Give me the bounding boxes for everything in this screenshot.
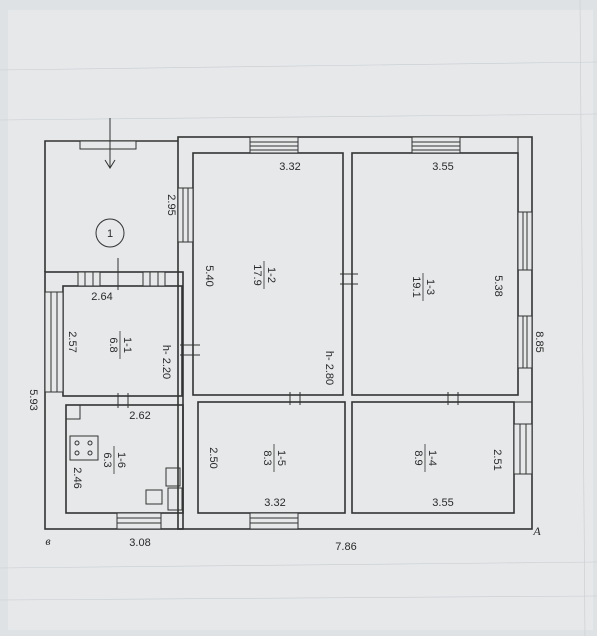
room-1-3-id: 1-3 bbox=[424, 279, 436, 295]
dim-r15-height: 2.50 bbox=[207, 447, 219, 468]
entrance-marker-label: 1 bbox=[107, 228, 113, 240]
room-1-1: 1-1 6.8 bbox=[107, 331, 133, 359]
window-top-1-3 bbox=[411, 136, 461, 154]
room-1-4: 1-4 8.9 bbox=[412, 444, 438, 472]
dimensions: 3.32 3.55 7.86 3.32 3.55 3.08 2.64 2.62 … bbox=[27, 161, 545, 553]
stove-icon bbox=[69, 435, 99, 461]
room-1-6-id: 1-6 bbox=[115, 452, 127, 468]
annex-outer-wall bbox=[44, 271, 184, 530]
dim-r16-height: 2.46 bbox=[71, 467, 83, 488]
paper-sheet bbox=[8, 10, 593, 630]
windows bbox=[44, 136, 533, 530]
meter-icon bbox=[145, 489, 163, 505]
cabinet-icon bbox=[167, 487, 183, 511]
room-1-1-id: 1-1 bbox=[121, 337, 133, 353]
dim-r11-height: 2.57 bbox=[66, 331, 78, 352]
fixture-corner bbox=[65, 404, 81, 420]
corner-label-right: А bbox=[532, 524, 541, 538]
corner-label-left: в bbox=[45, 534, 50, 548]
dim-ceiling-11: h- 2.20 bbox=[160, 345, 172, 379]
dim-r13-top: 3.55 bbox=[432, 161, 453, 173]
window-left-1-2 bbox=[177, 187, 194, 243]
dim-total-height: 8.85 bbox=[533, 331, 545, 352]
entrance-arrow bbox=[104, 118, 116, 169]
dim-r16-width-top: 2.62 bbox=[129, 410, 150, 422]
window-left-1-1 bbox=[44, 291, 64, 393]
room-1-1-area: 6.8 bbox=[107, 337, 119, 352]
window-right-1-3-a bbox=[517, 211, 533, 271]
room-1-6: 1-6 6.3 bbox=[101, 446, 127, 474]
dim-left-height: 5.93 bbox=[27, 389, 39, 410]
fixtures bbox=[65, 404, 183, 511]
window-right-1-4 bbox=[513, 423, 533, 475]
room-1-2: 1-2 17.9 bbox=[251, 261, 277, 289]
room-1-3: 1-3 19.1 bbox=[410, 273, 436, 301]
dim-ceiling-main: h- 2.80 bbox=[323, 351, 335, 385]
room-1-5-area: 8.3 bbox=[261, 450, 273, 465]
room-1-4-id: 1-4 bbox=[426, 450, 438, 466]
dim-r11-width: 2.64 bbox=[91, 291, 112, 303]
dim-r14-height: 2.51 bbox=[491, 449, 503, 470]
room-1-5: 1-5 8.3 bbox=[261, 444, 287, 472]
window-annex-top-a bbox=[77, 271, 101, 287]
dim-r12-height: 5.40 bbox=[203, 265, 215, 286]
dim-r15-bottom: 3.32 bbox=[264, 497, 285, 509]
boiler-icon bbox=[165, 467, 181, 487]
window-porch-top bbox=[79, 140, 137, 150]
room-1-2-area: 17.9 bbox=[251, 264, 263, 285]
room-1-2-id: 1-2 bbox=[265, 267, 277, 283]
room-1-6-area: 6.3 bbox=[101, 452, 113, 467]
room-1-4-area: 8.9 bbox=[412, 450, 424, 465]
dim-r14-bottom: 3.55 bbox=[432, 497, 453, 509]
dim-porch-height: 2.95 bbox=[165, 194, 177, 215]
doors bbox=[117, 258, 459, 408]
room-labels: 1-2 17.9 1-3 19.1 1-1 6.8 1-5 8.3 1-4 8.… bbox=[101, 261, 438, 474]
dim-total-width: 7.86 bbox=[335, 541, 356, 553]
window-bottom-1-6 bbox=[116, 512, 162, 530]
dim-left-bottom: 3.08 bbox=[129, 537, 150, 549]
dim-r12-top: 3.32 bbox=[279, 161, 300, 173]
window-right-1-3-b bbox=[517, 315, 533, 369]
room-1-5-id: 1-5 bbox=[275, 450, 287, 466]
window-bottom-1-5 bbox=[249, 512, 299, 530]
entrance-marker-circle bbox=[95, 218, 125, 248]
window-annex-top-b bbox=[142, 271, 166, 287]
dim-r13-height: 5.38 bbox=[492, 275, 504, 296]
window-top-1-2 bbox=[249, 136, 299, 154]
room-1-3-area: 19.1 bbox=[410, 276, 422, 297]
